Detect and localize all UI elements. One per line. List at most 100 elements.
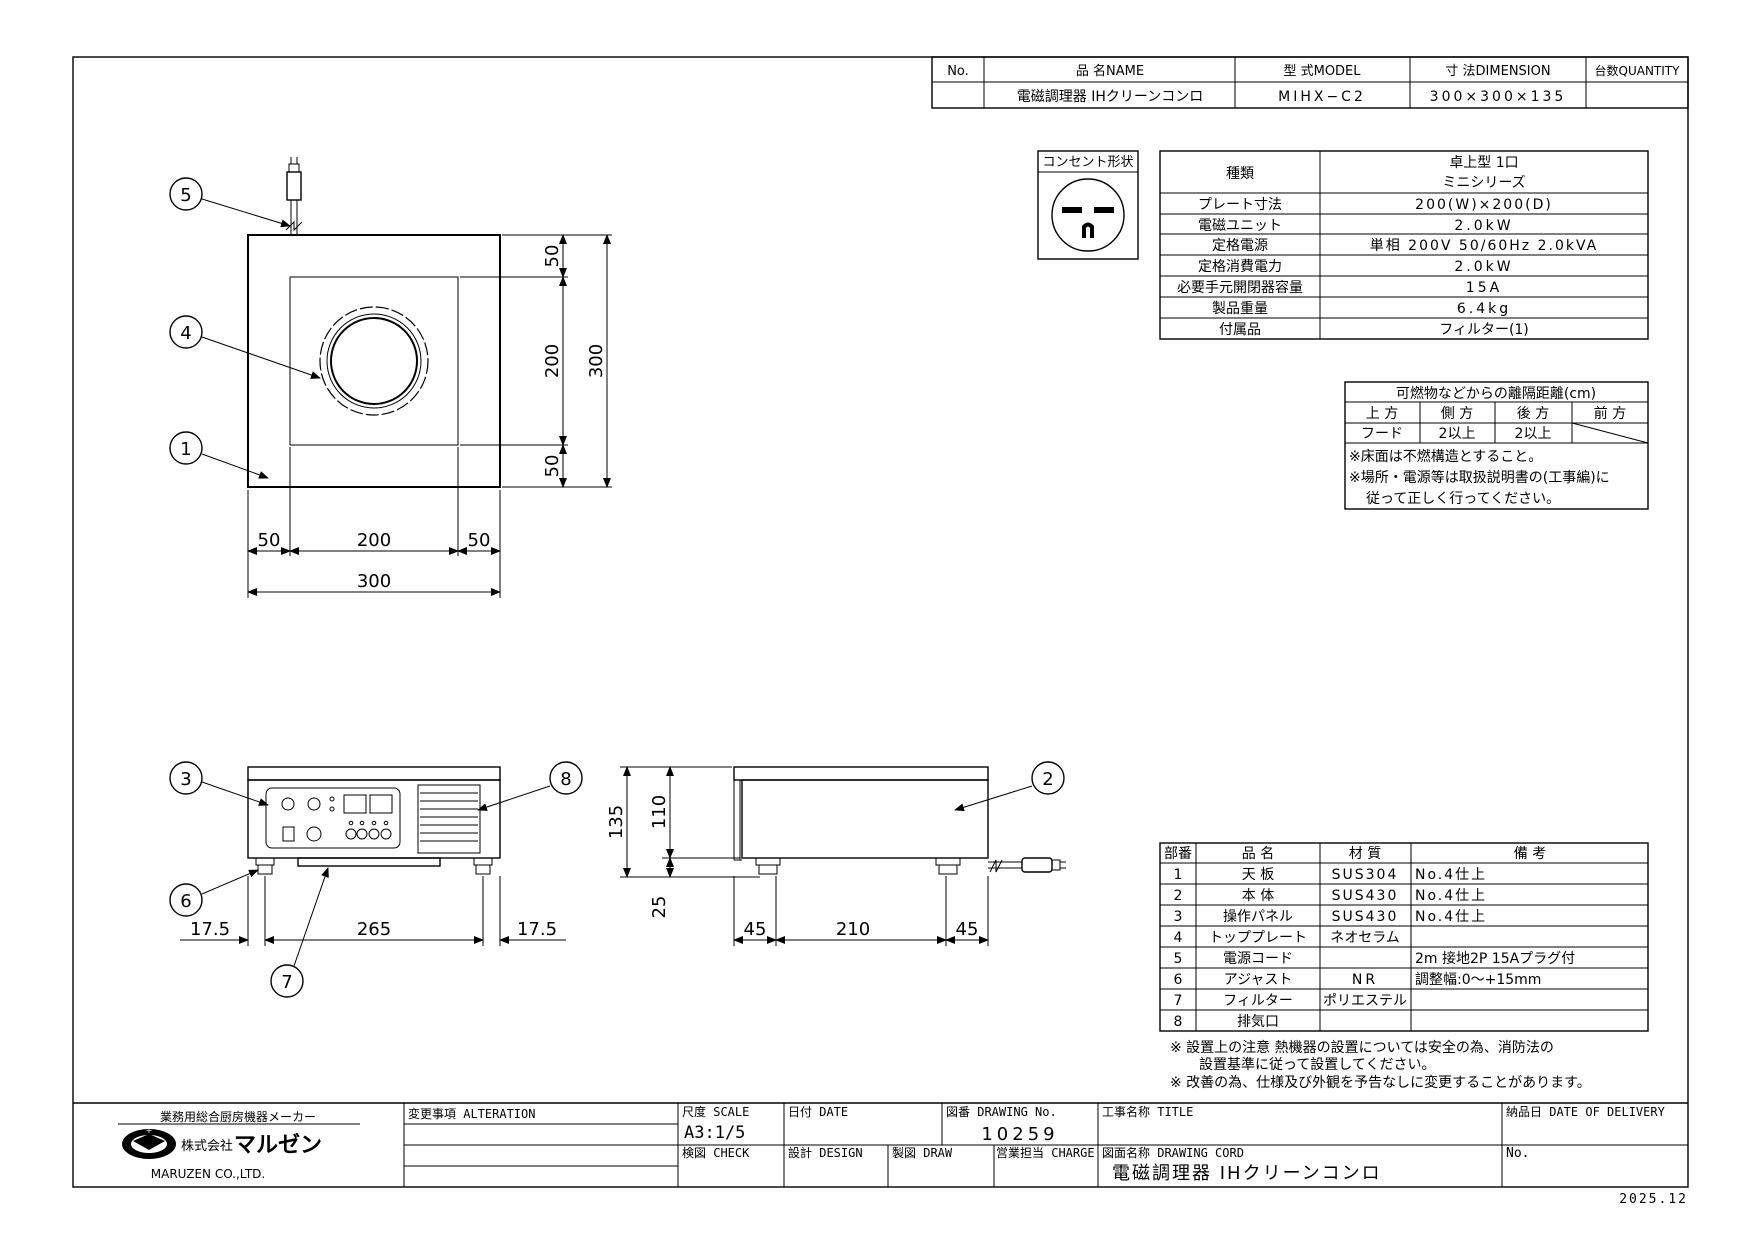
spec-label-unit: 電磁ユニット — [1198, 218, 1282, 234]
svg-text:7: 7 — [281, 972, 292, 993]
spec-label-power: 定格電源 — [1212, 238, 1268, 254]
parts-row-8-name: 排気口 — [1237, 1014, 1279, 1030]
outlet-title: コンセント形状 — [1042, 155, 1133, 170]
header-col-qty: 台数QUANTITY — [1595, 63, 1681, 78]
parts-row-2-name: 本 体 — [1242, 888, 1274, 904]
power-cord-plug — [988, 857, 1066, 873]
outlet-shape-box: コンセント形状 — [1037, 150, 1139, 260]
callout-8 — [549, 761, 583, 795]
parts-row-7-name: フィルター — [1223, 993, 1293, 1009]
clearance-note-2: ※場所・電源等は取扱説明書の(工事編)に — [1349, 469, 1610, 486]
note-2: ※ 改善の為、仕様及び外観を予告なしに変更することがあります。 — [1170, 1074, 1591, 1091]
svg-text:2: 2 — [1042, 769, 1053, 790]
parts-row-3-material: SUS430 — [1332, 909, 1399, 925]
svg-text:4: 4 — [180, 323, 191, 344]
drawing-name-label: 図面名称 DRAWING CORD — [1102, 1145, 1244, 1160]
parts-row-7-material: ポリエステル — [1323, 993, 1407, 1009]
adjuster-foot-left — [255, 857, 275, 866]
dim-right-300: 300 — [586, 344, 607, 378]
no-label: No. — [1506, 1146, 1529, 1161]
parts-row-2-no: 2 — [1174, 888, 1183, 904]
parts-row-4-no: 4 — [1174, 930, 1183, 946]
parts-row-4-name: トッププレート — [1209, 930, 1307, 946]
product-dimension: 300×300×135 — [1430, 89, 1567, 105]
parts-head-remarks: 備 考 — [1514, 846, 1546, 862]
note-1a: ※ 設置上の注意 熱機器の設置については安全の為、消防法の — [1170, 1039, 1554, 1056]
top-view-dimensions: 50 200 50 300 50 200 50 300 — [247, 234, 612, 598]
dim-side-25: 25 — [649, 896, 670, 919]
dim-right-200: 200 — [542, 344, 563, 378]
display-window-2 — [369, 794, 393, 814]
clearance-head-front: 前 方 — [1594, 405, 1626, 422]
svg-text:6: 6 — [180, 891, 191, 912]
parts-row-1-remarks: No.4仕上 — [1415, 867, 1487, 883]
side-view-dimensions: 135 110 25 45 210 45 — [606, 766, 989, 946]
svg-text:3: 3 — [180, 769, 191, 790]
filter — [297, 857, 441, 867]
clearance-head-top: 上 方 — [1366, 406, 1398, 422]
parts-table: 部番 品 名 材 質 備 考 1 天 板 SUS304 No.4仕上 2 本 体… — [1159, 842, 1649, 1032]
front-view-dimensions: 17.5 265 17.5 — [180, 876, 566, 946]
spec-value-unit: 2.0kW — [1454, 218, 1513, 234]
delivery-label: 納品日 DATE OF DELIVERY — [1506, 1105, 1666, 1119]
parts-row-3-remarks: No.4仕上 — [1415, 909, 1487, 925]
top-view — [247, 157, 501, 488]
adjuster-foot-right — [473, 857, 493, 866]
scale-label: 尺度 SCALE — [682, 1104, 749, 1119]
drawing-no: 10259 — [981, 1124, 1058, 1145]
parts-head-material: 材 質 — [1349, 846, 1381, 862]
side-foot-right — [935, 857, 961, 866]
maker-label: 業務用総合厨房機器メーカー — [160, 1109, 316, 1124]
exhaust-vent — [417, 784, 481, 854]
parts-row-2-material: SUS430 — [1332, 888, 1399, 904]
note-1b: 設置基準に従って設置してください。 — [1199, 1056, 1435, 1073]
company-logo-text: マルゼン — [234, 1133, 322, 1158]
charge-label: 営業担当 CHARGE — [996, 1146, 1095, 1160]
top-plate-glass — [289, 276, 459, 446]
dim-top-300: 300 — [357, 571, 391, 592]
control-panel — [265, 787, 401, 849]
svg-text:5: 5 — [180, 185, 191, 206]
callout-7 — [270, 964, 304, 998]
clearance-title: 可燃物などからの離隔距離(cm) — [1396, 385, 1596, 402]
footer-date: 2025.12 — [1619, 1192, 1688, 1207]
header-col-dim: 寸 法DIMENSION — [1445, 64, 1550, 79]
title-label: 工事名称 TITLE — [1102, 1104, 1193, 1119]
title-block: 業務用総合厨房機器メーカー + 株式会社 マルゼン MARUZEN CO.,LT… — [73, 1102, 1688, 1187]
product-name: 電磁調理器 IHクリーンコンロ — [1017, 89, 1203, 105]
spec-label-weight: 製品重量 — [1212, 301, 1268, 317]
clearance-table: 可燃物などからの離隔距離(cm) 上 方 側 方 後 方 前 方 フード 2以上… — [1344, 381, 1649, 510]
clearance-note-1: ※床面は不燃構造とすること。 — [1349, 448, 1542, 465]
svg-text:8: 8 — [560, 769, 571, 790]
parts-row-6-name: アジャスト — [1224, 972, 1293, 988]
dim-top-50a: 50 — [258, 530, 281, 551]
product-model: MIHX−C2 — [1278, 89, 1366, 105]
dim-side-110: 110 — [649, 795, 670, 829]
check-label: 検図 CHECK — [682, 1146, 750, 1160]
clearance-val-top: フード — [1361, 426, 1403, 442]
dim-front-17a: 17.5 — [190, 919, 230, 940]
callouts: 1 2 3 4 5 6 7 8 — [169, 177, 1065, 998]
parts-row-5-no: 5 — [1174, 951, 1183, 967]
parts-row-1-name: 天 板 — [1242, 867, 1274, 883]
spec-label-breaker: 必要手元開閉器容量 — [1177, 279, 1303, 296]
clearance-val-side: 2以上 — [1439, 426, 1476, 442]
header-col-name: 品 名NAME — [1076, 63, 1144, 79]
parts-row-4-material: ネオセラム — [1330, 930, 1400, 946]
dim-side-45a: 45 — [744, 919, 767, 940]
parts-row-3-no: 3 — [1174, 909, 1183, 925]
side-foot-left — [755, 857, 781, 866]
callout-3 — [169, 761, 203, 795]
spec-value-type: 卓上型 1口 — [1449, 155, 1518, 171]
side-view — [733, 766, 1066, 875]
svg-text:1: 1 — [180, 439, 191, 460]
dim-top-50b: 50 — [468, 530, 491, 551]
callout-2 — [1031, 761, 1065, 795]
front-view — [247, 766, 501, 875]
front-top-plate — [247, 766, 501, 781]
svg-text:+: + — [146, 1126, 153, 1135]
clearance-note-3: 従って正しく行ってください。 — [1366, 491, 1560, 507]
parts-row-3-name: 操作パネル — [1223, 909, 1293, 925]
front-body — [247, 779, 501, 859]
dim-right-50b: 50 — [542, 455, 563, 478]
